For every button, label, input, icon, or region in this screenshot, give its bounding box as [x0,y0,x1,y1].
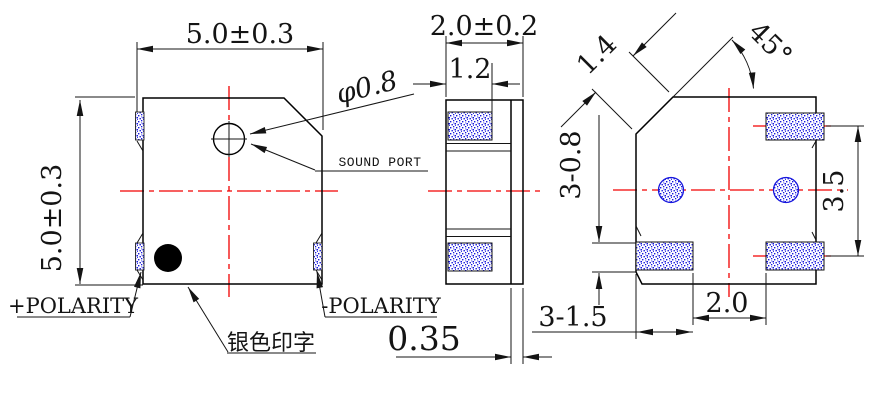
pad-height-label: 3-0.8 [556,130,587,199]
hole-diameter-callout: φ0.8 [249,65,415,135]
top-width-label: 5.0±0.3 [186,19,295,50]
bottom-view-edge-jogs [635,140,817,241]
chamfer-angle-dimension: 45° [731,16,798,89]
top-view-height-dimension: 5.0±0.3 [37,96,143,286]
pad-height-dimension: 3-0.8 [556,115,636,305]
bottom-view: 1.4 45° 3-0.8 3.5 2.0 [532,12,864,339]
chamfer-length-label: 1.4 [571,29,623,81]
side-view: 2.0±0.2 1.2 0.35 [387,11,552,364]
sound-port-crosshair [211,121,247,157]
solder-pad [135,111,145,141]
solder-pad [635,241,694,271]
positive-polarity-label: +POLARITY [8,294,139,318]
pad-width-label: 3-1.5 [538,302,607,333]
positive-polarity-callout: +POLARITY [8,271,142,318]
polarity-print-dot [154,244,182,272]
pad-pitch-label: 3.5 [819,170,850,213]
side-width-label: 2.0±0.2 [430,11,539,42]
chamfer-angle-label: 45° [742,16,798,72]
side-view-body-outline [445,99,524,285]
top-view-width-dimension: 5.0±0.3 [136,19,324,130]
pad-gap-dimension: 2.0 [692,273,767,325]
solder-pad [765,112,825,141]
pad-gap-label: 2.0 [706,288,749,319]
side-pad-label: 1.2 [449,54,492,85]
silver-print-label: 银色印字 [227,331,315,356]
negative-polarity-label: -POLARITY [321,294,442,318]
solder-pad [447,111,493,141]
top-view: 5.0±0.3 5.0±0.3 φ0.8 SOUND PORT +POLARIT… [8,19,442,356]
side-view-width-dimension: 2.0±0.2 [430,11,539,97]
wall-thickness-label: 0.35 [387,319,460,358]
solder-pad [447,242,493,272]
side-view-inner-lines [446,100,512,284]
side-view-wall-dimension: 0.35 [387,288,552,364]
bottom-terminal-dot [772,176,800,204]
pad-pitch-dimension: 3.5 [819,125,864,257]
side-view-pad-dimension: 1.2 [413,54,520,118]
top-height-label: 5.0±0.3 [37,164,68,273]
pad-width-dimension: 3-1.5 [532,274,693,339]
solder-pad [765,241,825,271]
bottom-terminal-dot [657,176,685,204]
negative-polarity-callout: -POLARITY [316,271,442,318]
solder-pad [135,242,145,271]
sound-port-callout: SOUND PORT [250,143,428,172]
sound-port-label: SOUND PORT [338,155,421,170]
solder-pad [313,242,323,271]
chamfer-extension-line [672,36,734,98]
silver-print-callout: 银色印字 [187,286,316,356]
hole-diameter-label: φ0.8 [333,65,401,110]
top-view-centerlines [120,86,338,297]
